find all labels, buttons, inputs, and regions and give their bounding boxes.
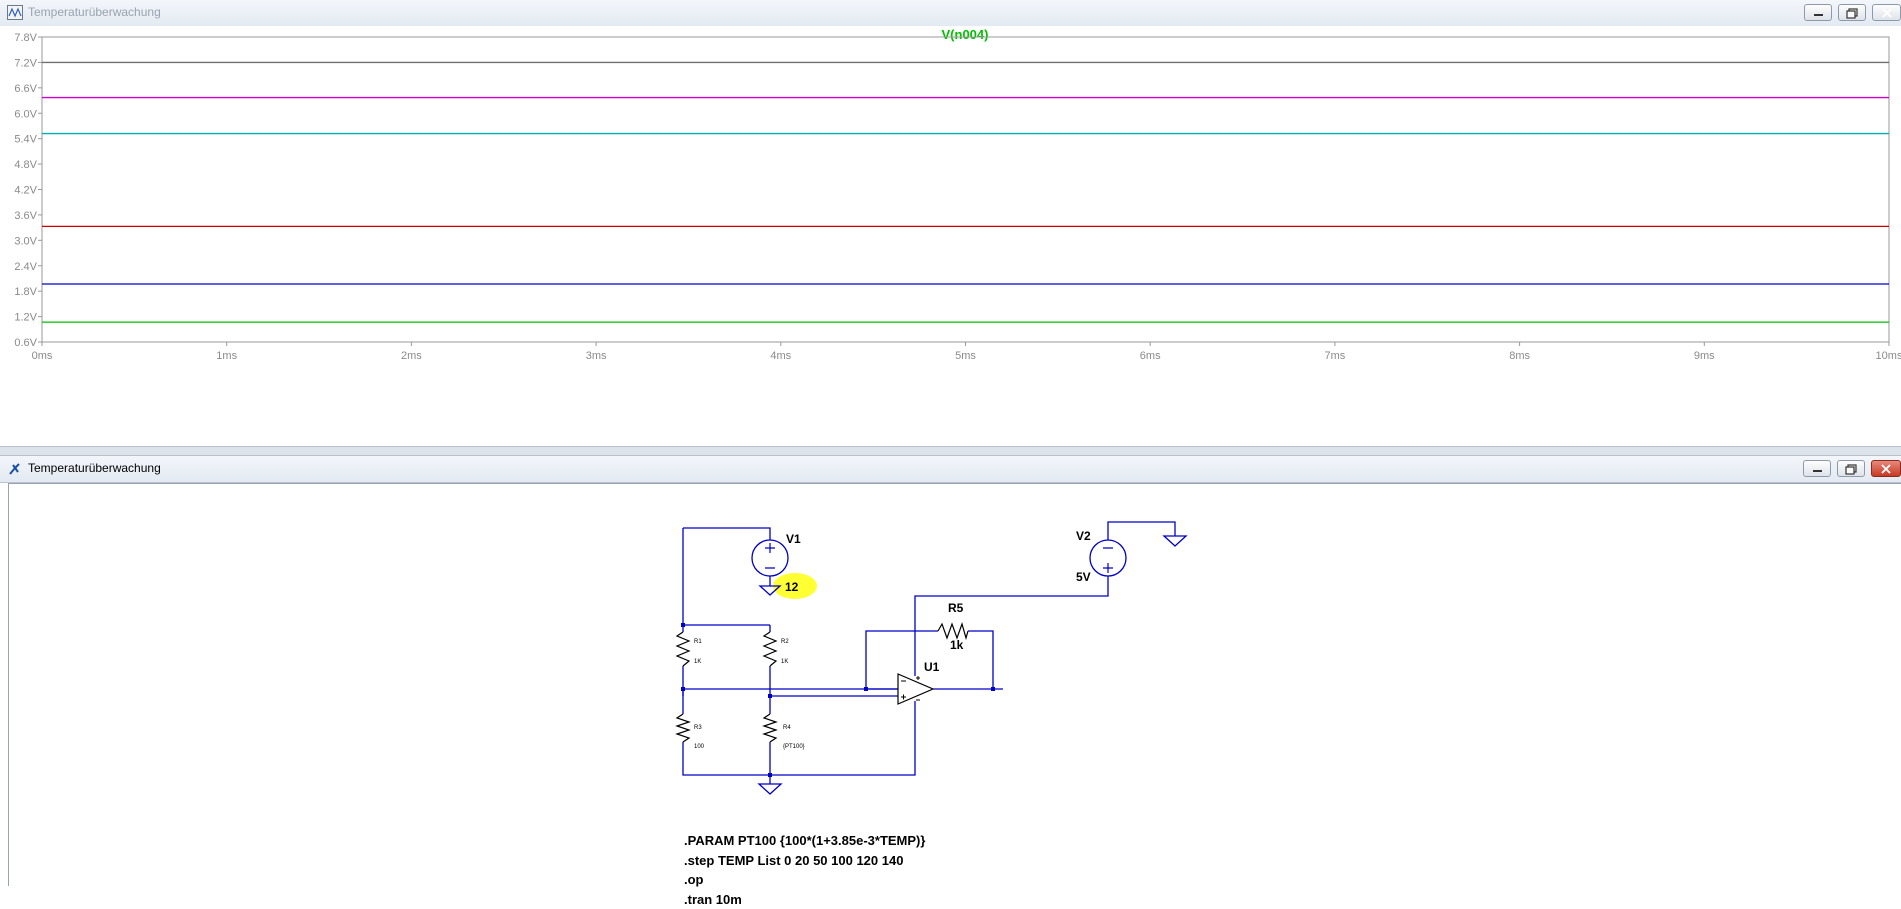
y-tick-label: 6.6V — [14, 83, 37, 95]
waveform-plot[interactable]: V(n004) 7.8V 7.2V 6.6V 6.0V 5.4V 4.8V 4.2V 3.6V… — [0, 26, 1901, 446]
y-tick-label: 5.4V — [14, 134, 37, 146]
y-tick-label: 7.8V — [14, 32, 37, 44]
v1-value: 12 — [785, 580, 799, 594]
directive-op[interactable]: .op — [684, 870, 925, 890]
y-tick-label: 7.2V — [14, 57, 37, 69]
r2-value: 1K — [781, 659, 788, 665]
y-tick-label: 6.0V — [14, 108, 37, 120]
waveform-window-title: Temperaturüberwachung — [28, 5, 161, 19]
v2-name: V2 — [1076, 529, 1091, 543]
x-tick-label: 4ms — [770, 350, 791, 362]
x-tick-label: 7ms — [1325, 350, 1346, 362]
spice-directives[interactable]: .PARAM PT100 {100*(1+3.85e-3*TEMP)} .ste… — [684, 831, 925, 909]
v1-name: V1 — [786, 532, 801, 546]
resistor-r3[interactable]: R3 100 — [677, 714, 705, 750]
r3-name: R3 — [694, 725, 702, 731]
r5-value: 1k — [950, 638, 964, 652]
ground-symbol — [759, 784, 781, 794]
minimize-icon — [1805, 5, 1833, 22]
circuit-diagram[interactable]: V1 12 V2 5V R1 1K R2 1K — [0, 456, 1893, 858]
x-tick-label: 10ms — [1876, 350, 1901, 362]
y-tick-label: 2.4V — [14, 261, 37, 273]
y-tick-label: 3.6V — [14, 210, 37, 222]
r3-value: 100 — [694, 744, 705, 750]
junction-dots — [681, 623, 995, 777]
window-divider[interactable] — [0, 446, 1901, 456]
x-tick-label: 5ms — [955, 350, 976, 362]
directive-step[interactable]: .step TEMP List 0 20 50 100 120 140 — [684, 851, 925, 871]
x-tick-label: 6ms — [1140, 350, 1161, 362]
x-tick-label: 3ms — [586, 350, 607, 362]
opamp-u1[interactable]: U1 — [898, 660, 940, 704]
x-tick-label: 2ms — [401, 350, 422, 362]
maximize-button[interactable] — [1838, 4, 1866, 21]
waveform-app-icon — [7, 5, 23, 20]
trace-label-v-n004[interactable]: V(n004) — [942, 27, 989, 42]
schematic-canvas[interactable]: V1 12 V2 5V R1 1K R2 1K — [8, 483, 1901, 886]
minimize-button[interactable] — [1804, 4, 1832, 21]
resistor-r5[interactable]: R5 1k — [938, 601, 968, 652]
resistor-r2[interactable]: R2 1K — [764, 632, 789, 666]
r4-value: {PT100} — [783, 744, 805, 750]
restore-icon — [1839, 5, 1867, 22]
close-button[interactable] — [1872, 4, 1901, 21]
y-tick-label: 4.2V — [14, 185, 37, 197]
directive-param[interactable]: .PARAM PT100 {100*(1+3.85e-3*TEMP)} — [684, 831, 925, 851]
u1-name: U1 — [924, 660, 940, 674]
r2-name: R2 — [781, 639, 789, 645]
ground-symbol — [1164, 536, 1186, 546]
wires — [683, 522, 1175, 784]
x-tick-label: 8ms — [1509, 350, 1530, 362]
x-tick-label: 9ms — [1694, 350, 1715, 362]
r5-name: R5 — [948, 601, 964, 615]
x-tick-label: 0ms — [32, 350, 53, 362]
directive-tran[interactable]: .tran 10m — [684, 890, 925, 909]
voltage-source-v2[interactable]: V2 5V — [1076, 529, 1126, 584]
r4-name: R4 — [783, 725, 791, 731]
y-tick-label: 0.6V — [14, 337, 37, 349]
y-tick-label: 1.2V — [14, 312, 37, 324]
y-tick-label: 3.0V — [14, 235, 37, 247]
waveform-titlebar[interactable]: Temperaturüberwachung — [0, 0, 1901, 27]
r1-value: 1K — [694, 659, 701, 665]
r1-name: R1 — [694, 639, 702, 645]
v2-value: 5V — [1076, 570, 1091, 584]
y-tick-label: 4.8V — [14, 159, 37, 171]
close-icon — [1873, 5, 1901, 22]
resistor-r1[interactable]: R1 1K — [677, 632, 702, 666]
x-tick-label: 1ms — [216, 350, 237, 362]
waveform-window[interactable]: Temperaturüberwachung V(n004) 7.8V 7.2V 6.… — [0, 0, 1901, 446]
schematic-window[interactable]: Temperaturüberwachung — [0, 456, 1901, 885]
y-tick-label: 1.8V — [14, 286, 37, 298]
